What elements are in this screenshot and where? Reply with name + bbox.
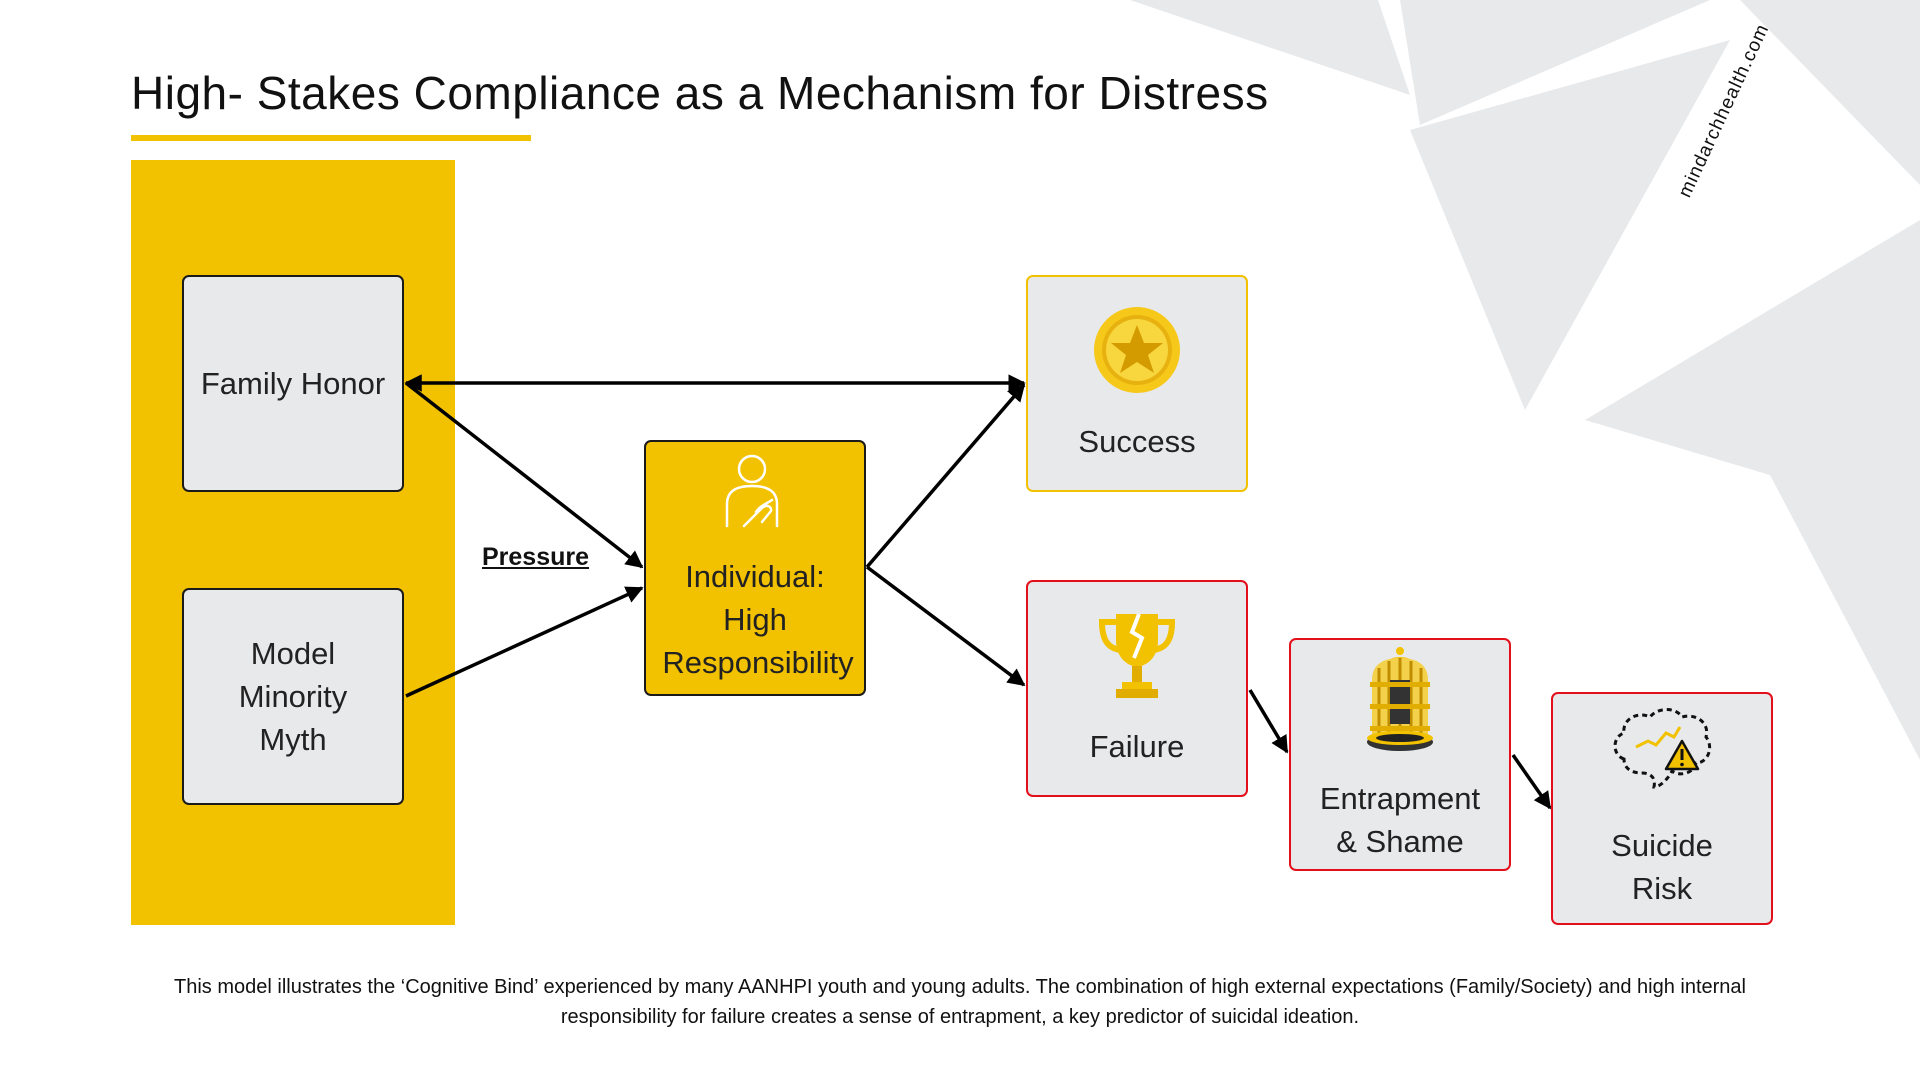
caption: This model illustrates the ‘Cognitive Bi… xyxy=(174,976,1746,1028)
pressure-label: Pressure xyxy=(482,543,590,571)
model-minority-label: Model Minority Myth xyxy=(238,636,348,757)
hand-on-heart-person-icon xyxy=(722,452,788,541)
cage-icon xyxy=(1364,646,1436,769)
family-honor-box: Family Honor xyxy=(182,275,404,492)
cracked-brain-warning-icon xyxy=(1610,707,1714,800)
model-minority-box: Model Minority Myth xyxy=(182,588,404,805)
failure-box: Failure xyxy=(1026,580,1248,797)
gold-star-medal-icon xyxy=(1092,305,1182,406)
success-box: Success xyxy=(1026,275,1248,492)
broken-trophy-icon xyxy=(1094,610,1180,711)
title-underline xyxy=(131,135,531,141)
success-label: Success xyxy=(1078,423,1196,459)
suicide-risk-label: Suicide Risk xyxy=(1611,828,1713,906)
entrapment-box: Entrapment & Shame xyxy=(1289,638,1511,871)
entrapment-label: Entrapment & Shame xyxy=(1319,781,1481,859)
individual-label: Individual: High Responsibility xyxy=(662,559,854,680)
family-honor-label: Family Honor xyxy=(200,366,386,401)
failure-label: Failure xyxy=(1089,728,1185,764)
suicide-risk-box: Suicide Risk xyxy=(1551,692,1773,925)
page-title: High- Stakes Compliance as a Mechanism f… xyxy=(131,67,1269,119)
individual-box: Individual: High Responsibility xyxy=(644,440,866,696)
